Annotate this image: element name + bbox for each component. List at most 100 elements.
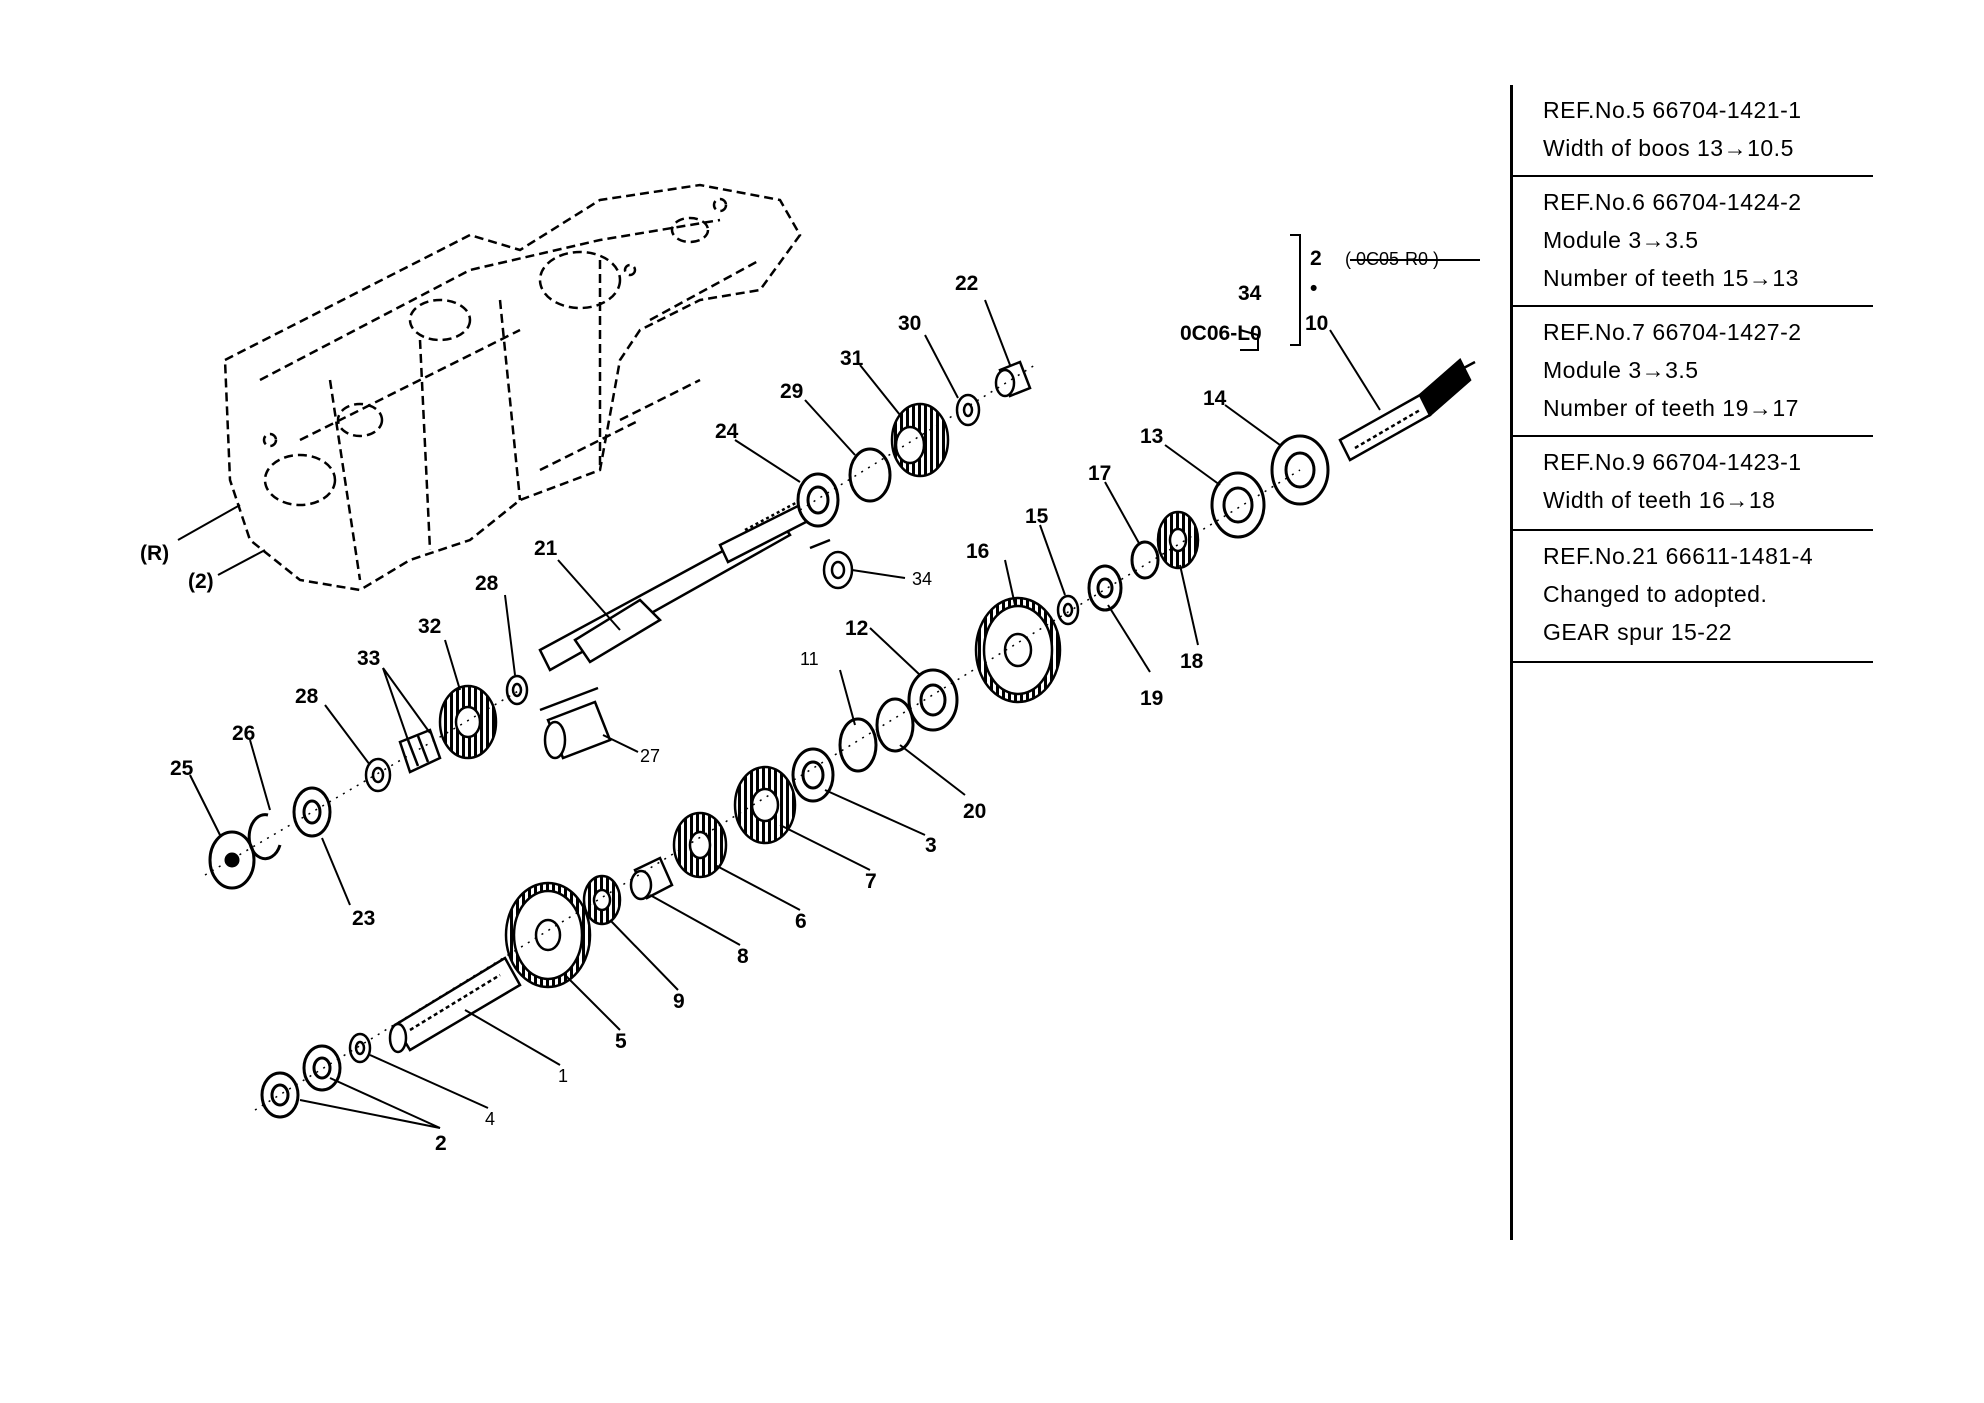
note-line: REF.No.9 66704-1423-1	[1543, 449, 1802, 475]
note-line: Module 3→3.5	[1543, 357, 1699, 383]
callout-30: 30	[898, 312, 921, 335]
assembly-axis-lines	[204, 364, 1301, 1111]
callout-2-variant: 2	[1310, 247, 1322, 270]
part-washer-34	[809, 538, 854, 590]
callout-28b: 28	[475, 572, 499, 595]
revision-note-ref-21: REF.No.21 66611-1481-4 Changed to adopte…	[1513, 531, 1873, 663]
callout-14: 14	[1203, 387, 1227, 410]
part-washer-30	[955, 393, 981, 427]
revision-note-ref-5: REF.No.5 66704-1421-1 Width of boos 13→1…	[1513, 85, 1873, 177]
part-ring-11	[838, 717, 878, 773]
part-ring-17	[1130, 540, 1160, 580]
variant-label-oc06: 0C06-L0	[1180, 322, 1262, 345]
callout-20: 20	[963, 800, 986, 823]
callout-5: 5	[615, 1030, 627, 1053]
part-bearing-12	[907, 668, 959, 732]
callout-26: 26	[232, 722, 255, 745]
callout-34a: 34	[912, 569, 932, 589]
callout-25: 25	[170, 757, 194, 780]
callout-19: 19	[1140, 687, 1163, 710]
callout-28a: 28	[295, 685, 319, 708]
part-gear-5	[504, 881, 592, 989]
note-line: REF.No.6 66704-1424-2	[1543, 189, 1802, 215]
note-line: Changed to adopted.	[1543, 581, 1768, 607]
callout-22: 22	[955, 272, 978, 295]
part-bearing-23	[292, 786, 332, 838]
label-r: (R)	[140, 542, 169, 565]
callout-13: 13	[1140, 425, 1163, 448]
callout-labels: 1 2 3 4 5 6 7 8 9 10 11 12 13 14 15 16 1…	[170, 247, 1328, 1155]
callout-29: 29	[780, 380, 803, 403]
callout-7: 7	[865, 870, 877, 893]
part-bearing-24	[796, 472, 840, 528]
note-line: REF.No.5 66704-1421-1	[1543, 97, 1802, 123]
callout-1: 1	[558, 1066, 568, 1086]
callout-2: 2	[435, 1132, 447, 1155]
note-line: REF.No.7 66704-1427-2	[1543, 319, 1802, 345]
label-two-paren: (2)	[188, 570, 214, 593]
revision-note-ref-7: REF.No.7 66704-1427-2 Module 3→3.5 Numbe…	[1513, 307, 1873, 437]
part-collar-22	[994, 360, 1032, 398]
part-collar-8	[629, 856, 674, 901]
part-gear-18	[1156, 510, 1200, 570]
part-bearing-2a	[260, 1071, 300, 1119]
housing-leaders	[177, 504, 266, 576]
note-line: Module 3→3.5	[1543, 227, 1699, 253]
callout-6: 6	[795, 910, 807, 933]
callout-10: 10	[1305, 312, 1328, 335]
callout-11: 11	[800, 649, 819, 669]
revision-note-ref-9: REF.No.9 66704-1423-1 Width of teeth 16→…	[1513, 437, 1873, 531]
callout-31: 31	[840, 347, 864, 370]
part-gear-16	[974, 596, 1062, 704]
part-gear-7	[733, 765, 797, 845]
part-snap-ring-26	[247, 813, 282, 861]
callout-8: 8	[737, 945, 749, 968]
part-washer-28a	[364, 757, 392, 793]
part-bearing-3	[791, 747, 835, 803]
revision-note-ref-6: REF.No.6 66704-1424-2 Module 3→3.5 Numbe…	[1513, 177, 1873, 307]
note-line: REF.No.21 66611-1481-4	[1543, 543, 1814, 569]
part-washer-15	[1056, 594, 1080, 626]
callout-17: 17	[1088, 462, 1111, 485]
note-line: Width of boos 13→10.5	[1543, 135, 1794, 161]
callout-34b: 34	[1238, 282, 1262, 305]
part-bearing-13	[1210, 471, 1266, 539]
main-shaft-1	[388, 956, 522, 1054]
callout-27: 27	[640, 746, 660, 766]
note-line: GEAR spur 15-22	[1543, 619, 1733, 645]
callout-leaders	[189, 234, 1480, 1129]
part-gear-31	[890, 402, 950, 478]
part-bearing-2b	[302, 1044, 342, 1092]
revision-notes-panel: REF.No.5 66704-1421-1 Width of boos 13→1…	[1510, 85, 1873, 1240]
note-line: Number of teeth 15→13	[1543, 265, 1799, 291]
part-gear-9	[582, 874, 622, 926]
note-line: Width of teeth 16→18	[1543, 487, 1776, 513]
callout-23: 23	[352, 907, 375, 930]
callout-24: 24	[715, 420, 739, 443]
variant-dot: •	[1310, 277, 1317, 300]
part-cover-25	[208, 830, 256, 890]
note-line: Number of teeth 19→17	[1543, 395, 1799, 421]
part-sleeve-27	[539, 686, 612, 760]
callout-16: 16	[966, 540, 989, 563]
callout-3: 3	[925, 834, 937, 857]
part-gear-32	[438, 684, 498, 760]
callout-32: 32	[418, 615, 441, 638]
part-ring-20	[875, 697, 915, 753]
callout-9: 9	[673, 990, 685, 1013]
callout-18: 18	[1180, 650, 1204, 673]
pinion-shaft-10	[1338, 357, 1476, 462]
countershaft-21	[538, 496, 808, 672]
callout-15: 15	[1025, 505, 1049, 528]
callout-33: 33	[357, 647, 380, 670]
part-ring-29	[848, 447, 892, 503]
transmission-housing	[223, 183, 802, 592]
callout-4: 4	[485, 1109, 495, 1129]
part-washer-28b	[505, 674, 529, 706]
part-washer-4	[348, 1032, 372, 1064]
callout-21: 21	[534, 537, 558, 560]
part-bearing-19	[1087, 564, 1123, 612]
variant-label-oc05: ( 0C05-R0 )	[1345, 249, 1439, 269]
callout-12: 12	[845, 617, 868, 640]
